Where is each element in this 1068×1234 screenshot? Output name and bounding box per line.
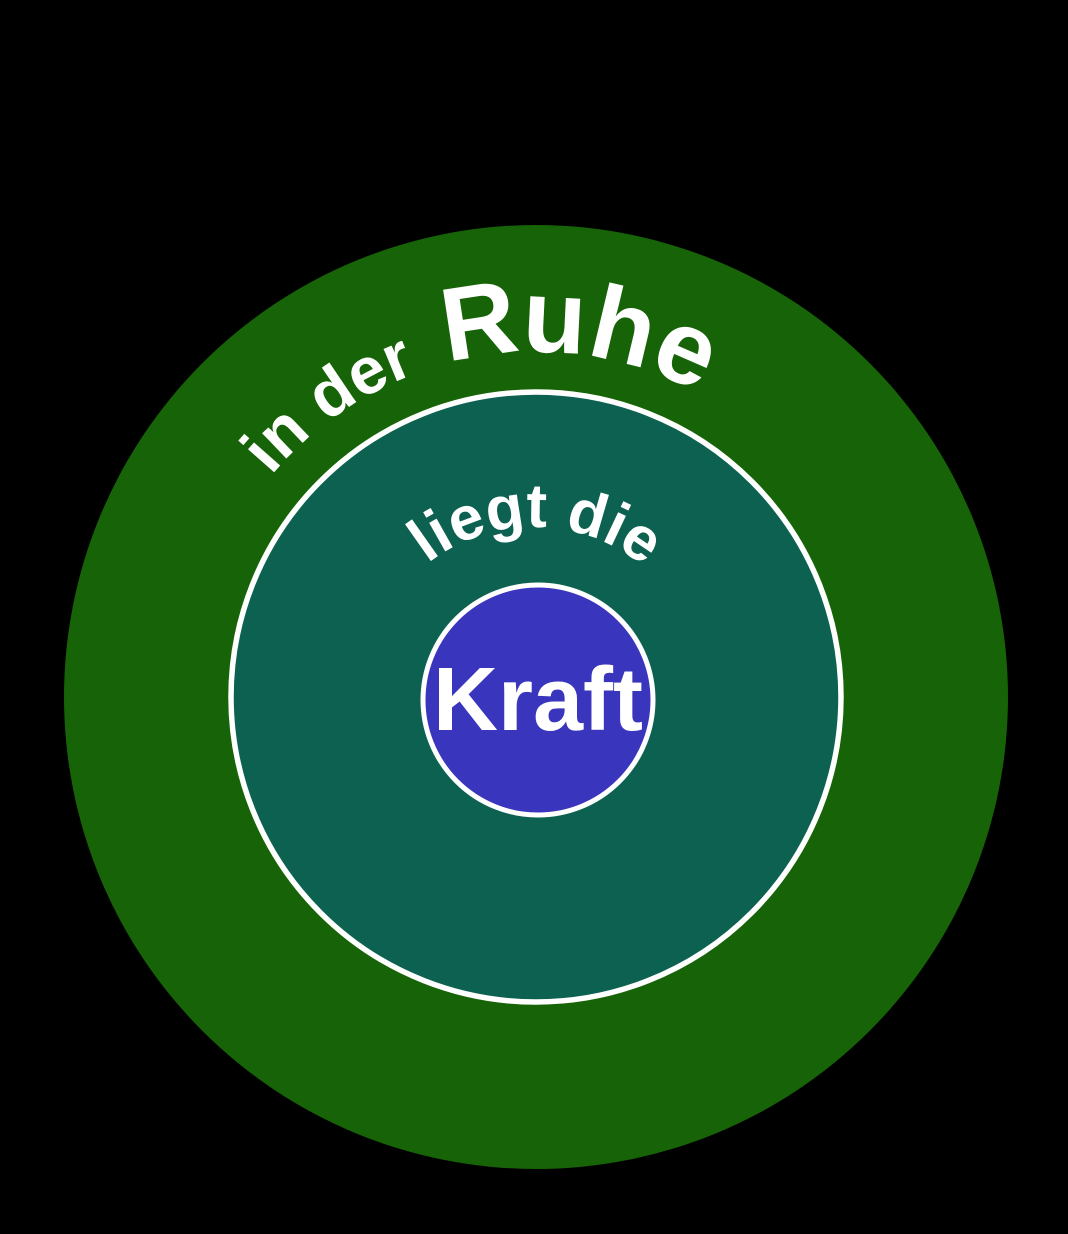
script-stroke [134, 99, 306, 276]
center-text: Kraft [433, 650, 643, 750]
inner-circle [420, 582, 656, 818]
script-text-overlay [134, 6, 944, 303]
script-stroke [306, 130, 395, 213]
script-stroke [644, 64, 756, 251]
script-stroke [484, 12, 551, 166]
script-stroke [247, 102, 262, 138]
script-stroke [864, 94, 944, 146]
script-stroke [554, 6, 634, 221]
script-stroke [764, 82, 865, 303]
script-stroke [374, 16, 410, 146]
